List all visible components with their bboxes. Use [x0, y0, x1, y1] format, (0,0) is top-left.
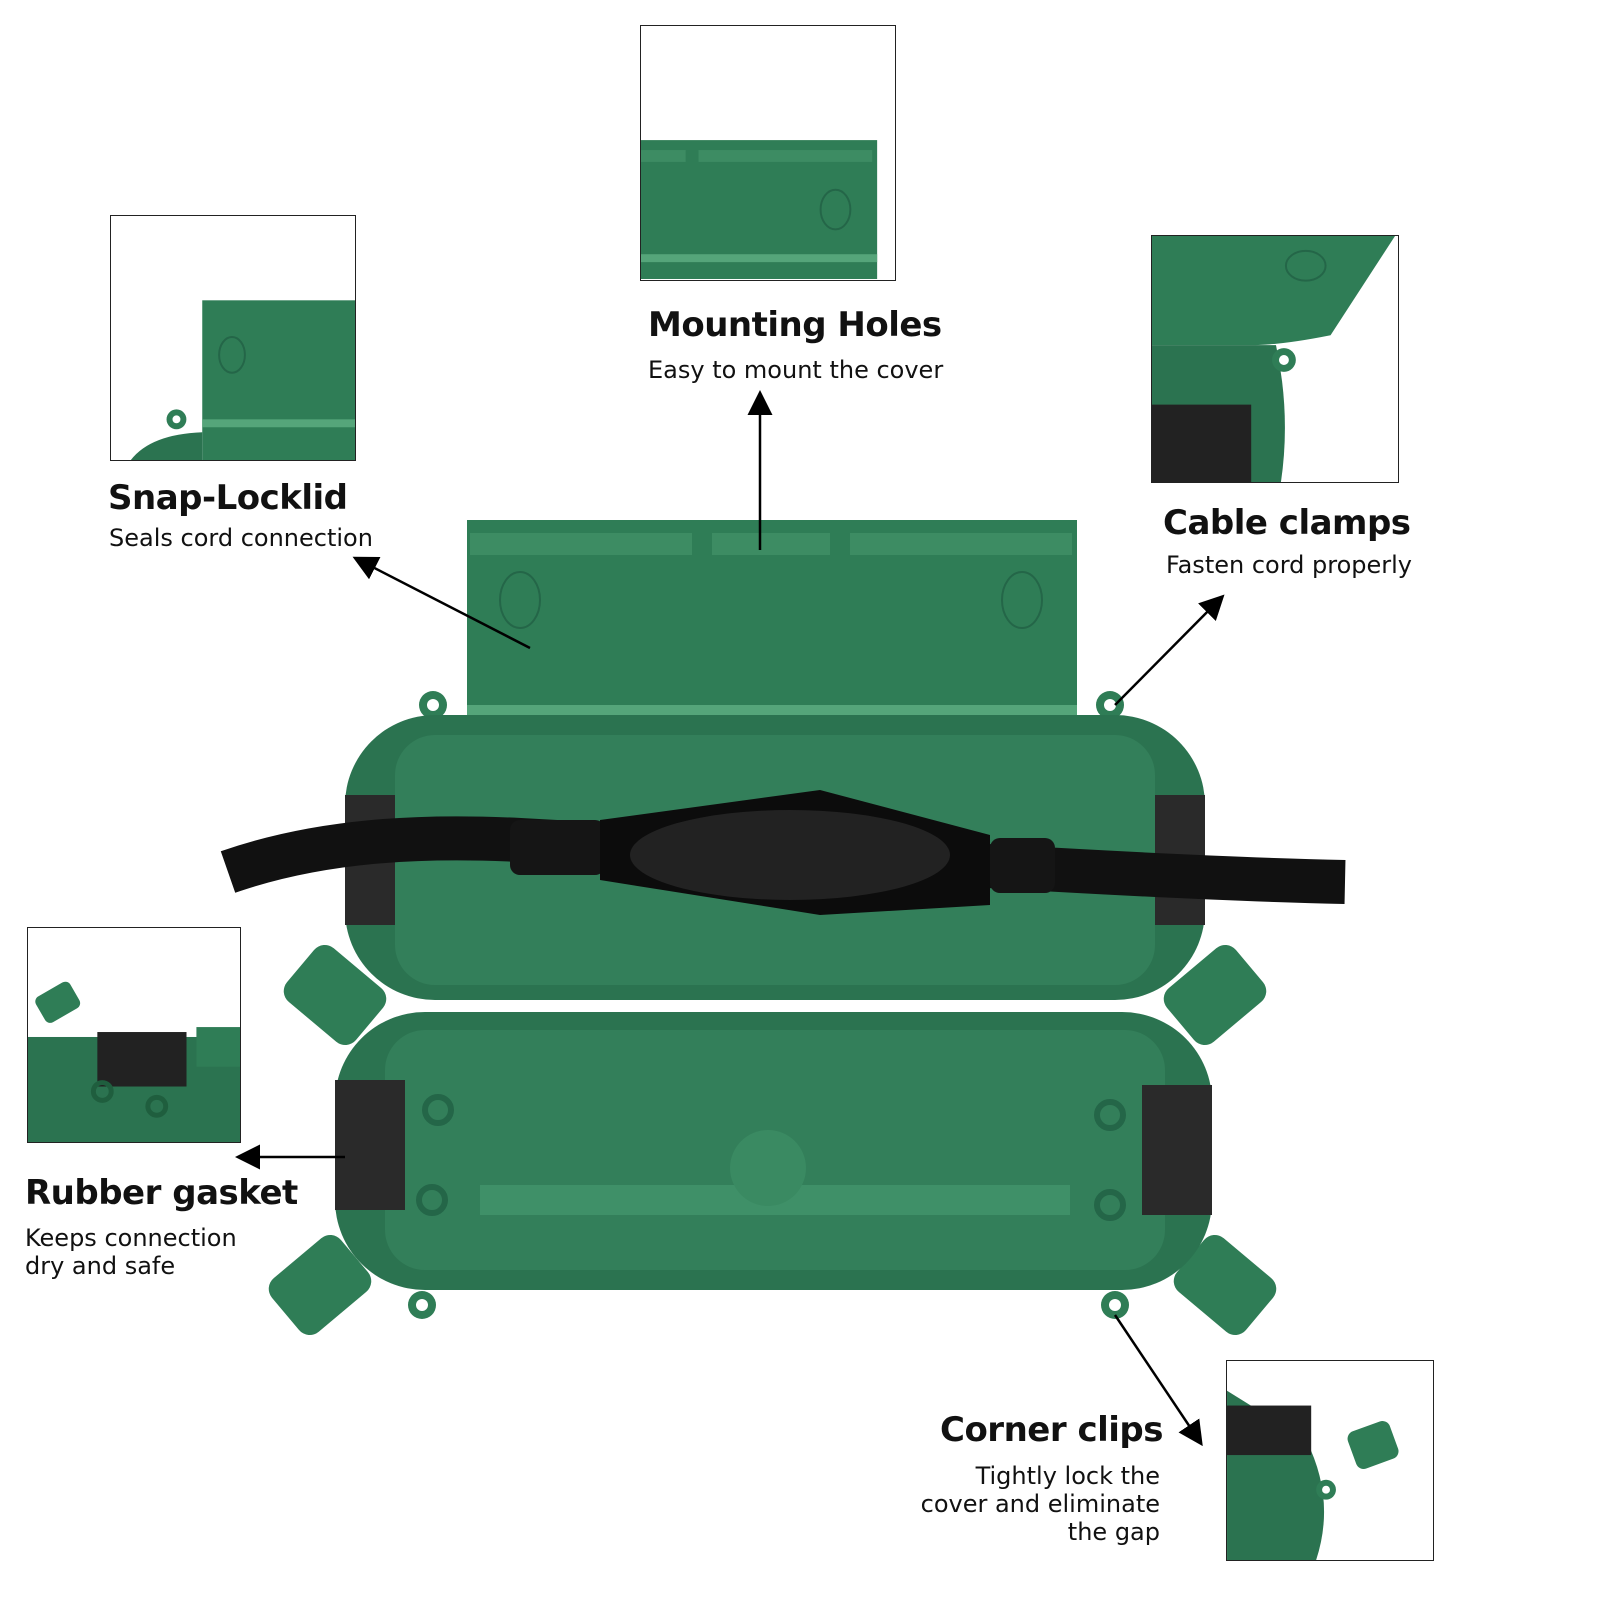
inset-mounting-holes: [640, 25, 896, 281]
mounting-holes-description: Easy to mount the cover: [648, 356, 944, 384]
description-line: the gap: [1067, 1518, 1160, 1546]
corner-clips-description: Tightly lock the cover and eliminate the…: [921, 1462, 1160, 1546]
inset-rubber-gasket: [27, 927, 241, 1143]
cable-clamps-arrow: [1114, 594, 1225, 706]
cable-clamps-title: Cable clamps: [1163, 503, 1411, 543]
snap-locklid-arrow: [352, 556, 531, 650]
snap-locklid-title: Snap-Locklid: [108, 478, 348, 518]
description-line: Tightly lock the: [975, 1462, 1160, 1490]
inset-snap-locklid: [110, 215, 356, 461]
lower-tray: [268, 944, 1277, 1336]
mounting-holes-title: Mounting Holes: [648, 305, 942, 345]
cable-clamps-description: Fasten cord properly: [1166, 551, 1413, 579]
rubber-gasket-description: Keeps connection dry and safe: [25, 1224, 237, 1280]
inset-cable-clamps: [1151, 235, 1399, 483]
corner-clips-title: Corner clips: [940, 1410, 1164, 1450]
description-line: dry and safe: [25, 1252, 176, 1280]
extension-cord: [220, 790, 1346, 915]
snap-lid: [467, 520, 1077, 715]
description-line: Keeps connection: [25, 1224, 237, 1252]
rubber-gasket-title: Rubber gasket: [25, 1173, 298, 1213]
inset-corner-clips: [1226, 1360, 1434, 1561]
mounting-hole: [1001, 571, 1043, 629]
mounting-hole: [499, 571, 541, 629]
snap-locklid-description: Seals cord connection: [109, 524, 373, 552]
corner-clips-arrow: [1113, 1314, 1203, 1447]
description-line: cover and eliminate: [920, 1490, 1160, 1518]
